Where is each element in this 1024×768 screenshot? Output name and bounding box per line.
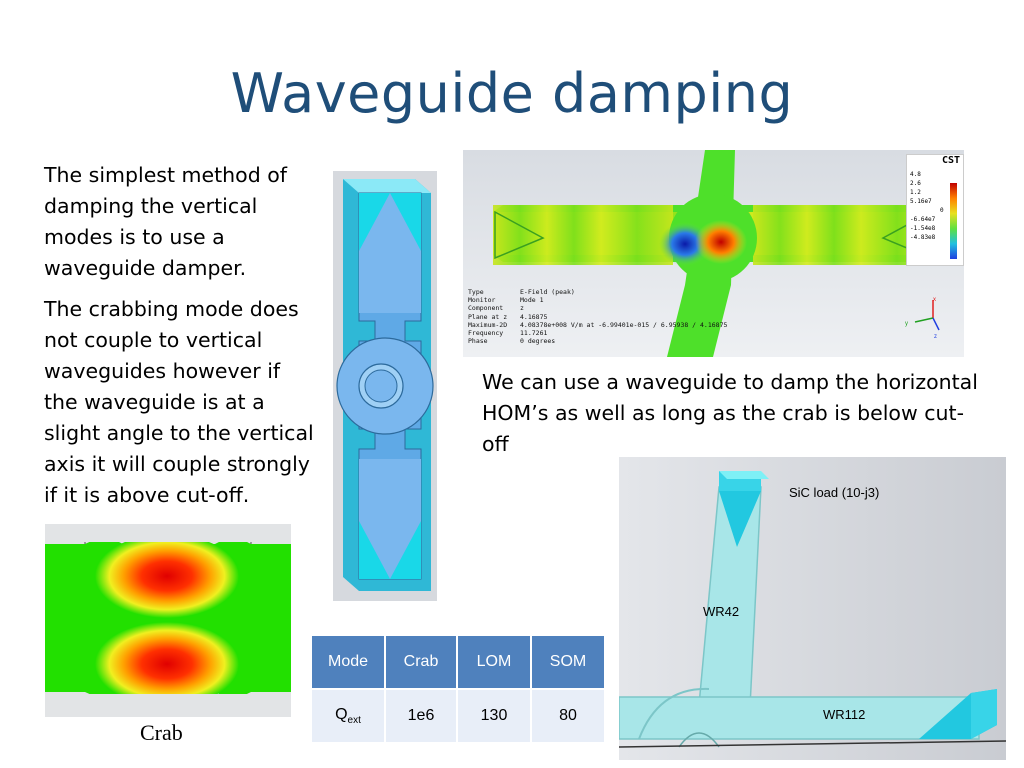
- header-mode: Mode: [310, 634, 386, 690]
- axis-z-label: z: [934, 334, 937, 340]
- cell-lom: 130: [456, 688, 532, 744]
- legend-value: 2.6: [910, 180, 921, 187]
- table-header-row: Mode Crab LOM SOM: [310, 634, 606, 690]
- cst-efield-figure: x y z: [463, 150, 964, 357]
- paragraph-damping-method: The simplest method of damping the verti…: [44, 163, 287, 280]
- header-lom: LOM: [456, 634, 532, 690]
- cst-logo: CST: [941, 155, 960, 166]
- legend-value: 5.16e7: [910, 198, 932, 205]
- axis-x-label: x: [933, 297, 936, 303]
- axis-y-label: y: [905, 321, 908, 327]
- legend-value: -1.54e8: [910, 225, 936, 232]
- header-crab: Crab: [384, 634, 458, 690]
- cell-som: 80: [530, 688, 606, 744]
- slide-title: Waveguide damping: [230, 62, 794, 125]
- wr42-label: WR42: [703, 604, 740, 619]
- table-row: Qext 1e6 130 80: [310, 688, 606, 744]
- left-text-block: The simplest method of damping the verti…: [44, 160, 319, 521]
- legend-colorbar: [950, 183, 957, 259]
- legend-value: -4.83e8: [910, 234, 936, 241]
- paragraph-crabbing-mode: The crabbing mode does not couple to ver…: [44, 297, 314, 507]
- header-som: SOM: [530, 634, 606, 690]
- legend-value: 1.2: [910, 189, 921, 196]
- legend-value: -6.64e7: [910, 216, 936, 223]
- legend-value: 0: [940, 207, 944, 214]
- legend-value: 4.8: [910, 171, 921, 178]
- cst-color-legend: CST 4.8 2.6 1.2 5.16e7 0 -6.64e7 -1.54e8…: [906, 154, 964, 266]
- q-factor-table: Mode Crab LOM SOM Qext 1e6 130 80: [310, 634, 606, 744]
- row-label-qext: Qext: [310, 688, 386, 744]
- right-paragraph: We can use a waveguide to damp the horiz…: [482, 370, 978, 456]
- sic-load-label: SiC load (10-j3): [789, 485, 880, 500]
- crab-caption: Crab: [140, 720, 183, 745]
- wr112-label: WR112: [823, 707, 866, 722]
- cell-crab: 1e6: [384, 688, 458, 744]
- crab-mode-figure: [45, 524, 291, 717]
- waveguide-load-figure: SiC load (10-j3) WR42 WR112: [619, 457, 1006, 760]
- cavity-3d-figure: [333, 171, 437, 601]
